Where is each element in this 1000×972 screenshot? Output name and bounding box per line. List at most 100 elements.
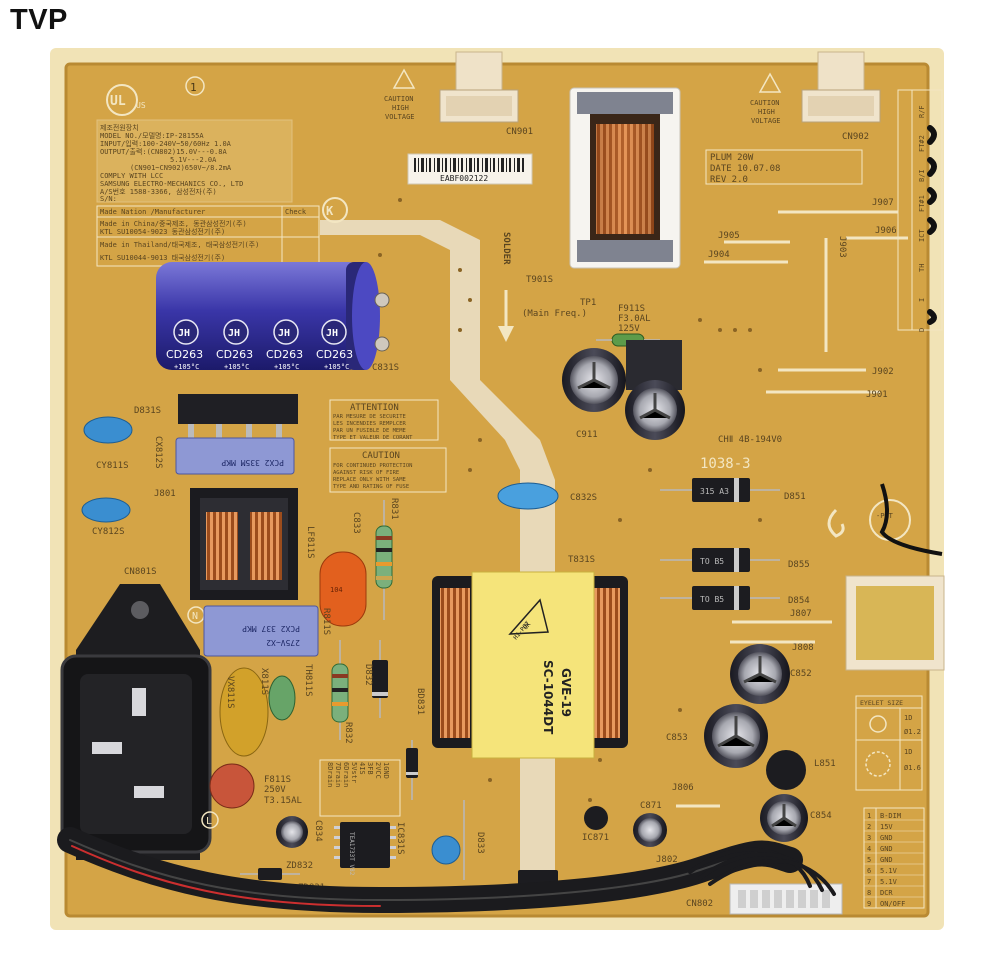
samsung-logo: -POT xyxy=(827,483,943,556)
made-row-0: Made in China/중국제조, 동관삼성전기(주) xyxy=(100,219,247,228)
capacitor-c832s xyxy=(497,482,559,510)
resistor-r831 xyxy=(375,500,393,620)
th811s-label: TH811S xyxy=(303,664,313,697)
capacitor-c854 xyxy=(760,794,808,842)
d832-label: D832 xyxy=(363,664,373,686)
attn-2: LES INCENDIES REMPLCER xyxy=(333,421,407,427)
heatsink-bracket xyxy=(845,575,945,671)
sticker-code: EABF002122 xyxy=(440,174,488,183)
capacitor-c911 xyxy=(562,348,626,412)
rating-label: 제조전원장치 MODEL NO./모델명:IP-28155A INPUT/입력:… xyxy=(96,119,293,203)
f911s-0: F911S xyxy=(618,304,645,314)
caution-right-1: HIGH xyxy=(758,108,775,116)
diode-bd831 xyxy=(406,740,418,800)
attn-1: PAR MESURE DE SECURITE xyxy=(333,414,406,420)
d851-body: 315 A3 xyxy=(700,487,729,496)
transformer-label-1: SC-1044DT xyxy=(541,660,555,735)
side-5: TH xyxy=(918,264,926,272)
j906-label: J906 xyxy=(875,226,897,236)
j802-label: J802 xyxy=(656,855,678,865)
cf-3: REPLACE ONLY WITH SAME xyxy=(333,477,406,483)
ic-ic871 xyxy=(584,806,608,830)
zd832-label: ZD832 xyxy=(286,861,313,871)
solder-trace xyxy=(320,220,555,870)
x-capacitor-cx812s: PCX2 335M MKP xyxy=(175,437,295,475)
d854-label: D854 xyxy=(788,596,810,606)
pin-number: 6 xyxy=(867,867,871,875)
varistor-vx811s xyxy=(219,667,269,757)
cn801s-label: CN801S xyxy=(124,567,157,577)
j808-label: J808 xyxy=(792,643,814,653)
ic831s-label: IC831S xyxy=(395,822,405,855)
pcb-photo: 1 UL US 제조전원장치 MODEL NO./모델명:IP-28155A I… xyxy=(50,48,945,930)
cf-4: TYPE AND RATING OF FUSE xyxy=(333,484,409,490)
side-7: D xyxy=(918,328,926,332)
label-line-5: (CN901~CN902)650V~/8.2mA xyxy=(130,164,232,172)
resistor-r832 xyxy=(331,640,349,740)
pin-number: 2 xyxy=(867,823,871,831)
check-header: Check xyxy=(285,208,307,216)
ic-pin-1: 2VCC xyxy=(374,762,382,779)
bridge-d831s xyxy=(178,394,298,438)
diode-d851: 315 A3 xyxy=(660,478,780,502)
j907-label: J907 xyxy=(872,198,894,208)
c832s-label: C832S xyxy=(570,493,597,503)
made-row-3: KTL SU10044-9013 태국삼성전기(주) xyxy=(100,253,225,262)
l-mark: L xyxy=(206,816,212,827)
cy811s-label: CY811S xyxy=(96,461,129,471)
made-row-2: Made in Thailand/태국제조, 태국삼성전기(주) xyxy=(100,240,259,249)
pin-name: B-DIM xyxy=(880,812,901,820)
number-mark-circle xyxy=(185,76,205,96)
ic-pin-0: 1GND xyxy=(382,762,390,779)
c853-label: C853 xyxy=(666,733,688,743)
cx812s-label: CX812S xyxy=(153,436,163,469)
label-line-4: 5.1V---2.0A xyxy=(170,156,217,164)
cap-text-1: CD263 xyxy=(216,348,253,361)
made-header: Made Nation /Manufacturer xyxy=(100,208,205,216)
svg-text:US: US xyxy=(136,101,146,110)
bulk-capacitor-c831s: JH JH JH JH CD263 CD263 CD263 CD263 +105… xyxy=(156,262,390,371)
cn901-label: CN901 xyxy=(506,127,533,137)
cn802-label: CN802 xyxy=(686,899,713,909)
cf-2: AGAINST RISK OF FIRE xyxy=(333,470,399,476)
pin-name: GND xyxy=(880,834,893,842)
side-1: FT#2 xyxy=(918,135,926,152)
caution-fuse-box: CAUTION FOR CONTINUED PROTECTION AGAINST… xyxy=(329,447,447,493)
cap-brand-0: JH xyxy=(178,328,190,339)
y-capacitor-cy811s xyxy=(83,416,133,444)
svg-text:UL: UL xyxy=(110,94,126,109)
r811s-text: R811S xyxy=(321,608,331,635)
t831s-label: T831S xyxy=(568,555,595,565)
ic-pin-6: 7Drain xyxy=(334,762,342,787)
pin-number: 5 xyxy=(867,856,871,864)
side-4: ICT xyxy=(918,229,926,242)
caution-right-0: CAUTION xyxy=(750,99,780,107)
side-label-strip: R/F FT#2 B/I FT#1 ICT TH I D xyxy=(897,89,943,332)
cap-brand-3: JH xyxy=(326,328,338,339)
j902-label: J902 xyxy=(872,367,894,377)
cap-temp-1: +105°C xyxy=(224,363,249,371)
ul-text: CHⅡ 4B-194V0 xyxy=(718,435,782,445)
capacitor-c834 xyxy=(276,816,308,848)
f811s-2: T3.15AL xyxy=(264,796,302,806)
lf811s-label: LF811S xyxy=(305,526,315,559)
diode-d855: TO B5 xyxy=(660,548,780,572)
capacitor-c852 xyxy=(730,644,790,704)
label-line-2: INPUT/입력:100-240V~50/60Hz 1.0A xyxy=(100,140,232,148)
cn802-connector xyxy=(729,883,843,915)
made-row-1: KTL SU10054-9023 동관삼성전기(주) xyxy=(100,227,225,236)
cx-body2: PCX2 337 MKP xyxy=(242,624,300,633)
c834-label: C834 xyxy=(313,820,323,842)
brand-title: TVP xyxy=(10,4,68,36)
pin-number: 7 xyxy=(867,878,871,886)
caution-left-1: HIGH xyxy=(392,104,409,112)
zener-zd831 xyxy=(240,868,300,880)
ic-pin-7: 8Drain xyxy=(326,762,334,787)
c854-label: C854 xyxy=(810,811,832,821)
d855-body: TO B5 xyxy=(700,557,724,566)
cap-brand-2: JH xyxy=(278,328,290,339)
c833-label: C833 xyxy=(351,512,361,534)
j801-label: J801 xyxy=(154,489,176,499)
tp1-sub: (Main Freq.) xyxy=(522,309,587,319)
cap-temp-0: +105°C xyxy=(174,363,199,371)
